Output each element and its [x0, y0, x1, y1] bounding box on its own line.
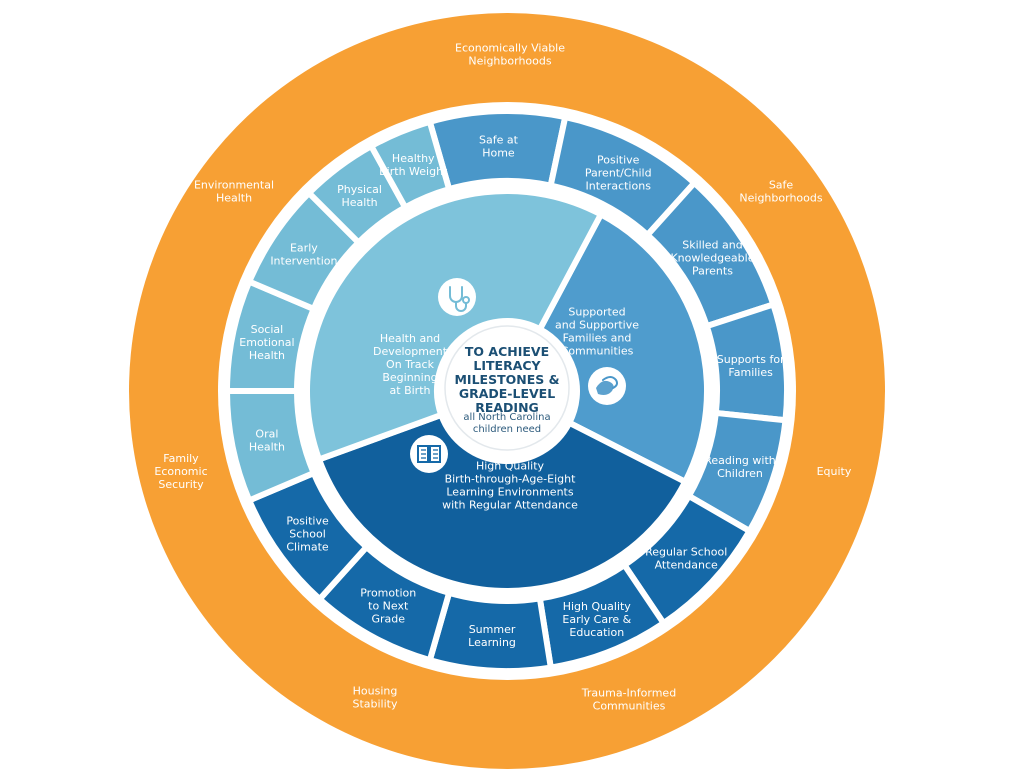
segments-layer: Safe atHomePositiveParent/ChildInteracti…: [224, 108, 790, 674]
segment-label: Social: [251, 323, 284, 336]
outer-ring-label: Equity: [817, 465, 852, 478]
segment-label: Birth Weight: [379, 165, 448, 178]
center-disc: [444, 325, 570, 451]
health-development-label: Beginning: [382, 371, 437, 384]
segment-label: Reading with: [704, 454, 776, 467]
learning-environment-label: Learning Environments: [446, 486, 573, 499]
family-support-label: Communities: [561, 345, 634, 358]
learning-environment-label: Birth-through-Age-Eight: [445, 473, 577, 486]
segment-label: Physical: [337, 183, 382, 196]
family-support-label: and Supportive: [555, 319, 639, 332]
segment-label: Learning: [468, 636, 516, 649]
outer-ring-label: Trauma-Informed: [581, 687, 676, 700]
stethoscope-icon: [438, 278, 476, 316]
segment-14: [368, 118, 453, 211]
outer-ring-label: Communities: [593, 700, 666, 713]
book-icon: [410, 435, 448, 473]
segment-label: Early: [290, 241, 318, 254]
segment-label: Parents: [692, 265, 733, 278]
center-subtitle-line: children need: [473, 424, 541, 435]
outer-ring-label: Stability: [352, 698, 398, 711]
health-development-label: Development: [373, 345, 448, 358]
segment-label: Positive: [286, 514, 329, 527]
segment-label: Intervention: [270, 254, 337, 267]
health-development-label: Health and: [380, 332, 440, 345]
outer-ring-label: Economically Viable: [455, 42, 565, 55]
segment-label: Promotion: [360, 586, 416, 599]
family-support-label: Supported: [568, 306, 625, 319]
segment-label: Summer: [469, 623, 516, 636]
segment-label: Health: [249, 440, 285, 453]
segment-label: Children: [717, 467, 763, 480]
outer-ring-label: Economic: [154, 465, 207, 478]
outer-ring-label: Security: [158, 478, 204, 491]
learning-environment-label: High Quality: [476, 460, 545, 473]
segment-label: Early Care &: [562, 613, 631, 626]
segment-label: Health: [341, 196, 377, 209]
segment-label: Health: [249, 349, 285, 362]
outer-ring-label: Housing: [353, 685, 398, 698]
outer-ring-label: Family: [163, 452, 199, 465]
family-support-label: Families and: [563, 332, 632, 345]
segment-label: Knowledgeable: [670, 252, 754, 265]
segment-label: Grade: [371, 612, 405, 625]
center-subtitle-line: all North Carolina: [463, 412, 550, 423]
segment-label: Climate: [286, 540, 329, 553]
outer-ring-labels: Economically ViableNeighborhoodsSafeNeig…: [154, 42, 852, 713]
segment-label: Home: [482, 147, 515, 160]
segment-label: Regular School: [645, 546, 727, 559]
outer-ring-label: Neighborhoods: [468, 55, 551, 68]
segment-label: Families: [728, 366, 773, 379]
center-title-line: MILESTONES &: [454, 372, 559, 387]
middle-sector-health: [304, 188, 605, 464]
segment-label: Parent/Child: [585, 167, 652, 180]
segment-label: Emotional: [239, 336, 294, 349]
center-title-line: TO ACHIEVE: [465, 344, 549, 359]
outer-ring-label: Safe: [769, 179, 794, 192]
segment-label: School: [289, 527, 326, 540]
center-title-line: READING: [475, 400, 539, 415]
center-title-line: LITERACY: [473, 358, 541, 373]
segment-label: Skilled and: [682, 239, 742, 252]
middle-sector-family: [535, 210, 710, 486]
segment-label: Education: [569, 626, 624, 639]
outer-ring-label: Health: [216, 192, 252, 205]
center-title-line: GRADE-LEVEL: [459, 386, 555, 401]
hands-icon: [588, 367, 626, 405]
learning-environment-label: with Regular Attendance: [442, 499, 578, 512]
segment-label: Safe at: [479, 134, 519, 147]
health-development-label: at Birth: [390, 384, 431, 397]
segment-label: Interactions: [586, 180, 652, 193]
segment-label: Attendance: [655, 559, 718, 572]
segment-label: Healthy: [392, 152, 435, 165]
middle-sector-learning: [315, 411, 690, 594]
icons-layer: [410, 278, 626, 473]
health-development-label: On Track: [386, 358, 435, 371]
segment-label: Oral: [255, 427, 278, 440]
segment-label: to Next: [368, 599, 409, 612]
outer-ring-label: Environmental: [194, 179, 274, 192]
outer-ring-label: Neighborhoods: [739, 192, 822, 205]
segment-label: Positive: [597, 154, 640, 167]
segment-label: High Quality: [563, 600, 632, 613]
segment-label: Supports for: [717, 353, 785, 366]
